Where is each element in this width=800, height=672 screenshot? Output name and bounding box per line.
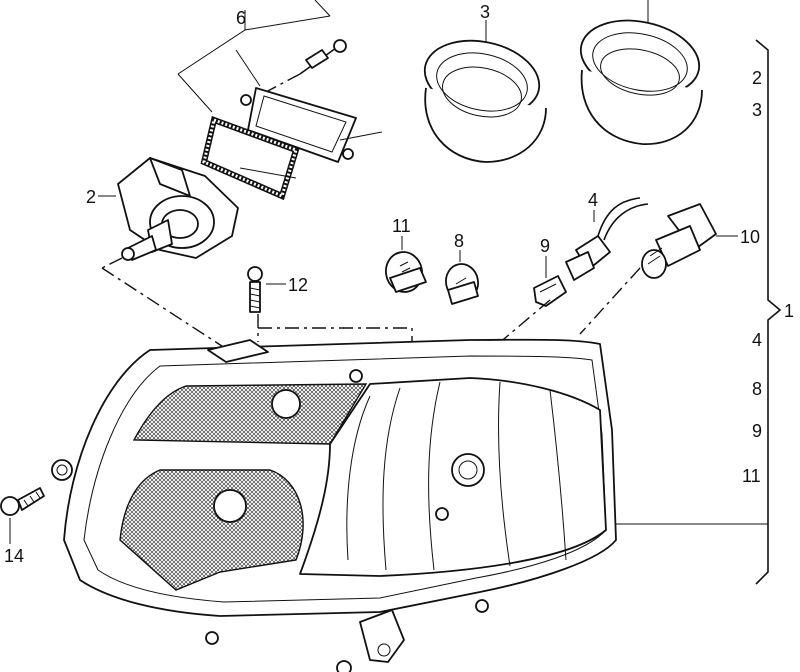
callout-labels: 6 3 2 11 8 9 4 10 12 14 1 2 3 4 8 9 11: [4, 2, 794, 566]
callout-4-holder: 4: [588, 190, 598, 210]
callout-list-9: 9: [752, 421, 762, 441]
parts-bracket: [616, 39, 782, 585]
bulb-holder-4: [565, 197, 649, 281]
cover-cap-assembly: [177, 0, 383, 201]
callout-9-bulb: 9: [540, 236, 550, 256]
callout-2-motor: 2: [86, 187, 96, 207]
callout-12-screw: 12: [288, 275, 308, 295]
bulb-10: [641, 203, 717, 279]
rubber-cap-left: [423, 20, 547, 163]
callout-8-bulb: 8: [454, 231, 464, 251]
callout-14-screw: 14: [4, 546, 24, 566]
callout-1-headlight: 1: [784, 301, 794, 321]
leveling-motor: [117, 157, 239, 261]
screw-12: [247, 266, 263, 313]
callout-list-2: 2: [752, 68, 762, 88]
callout-list-4: 4: [752, 330, 762, 350]
callout-6: 6: [236, 8, 246, 28]
bulb-9: [533, 256, 567, 307]
callout-list-8: 8: [752, 379, 762, 399]
screw-14: [0, 487, 45, 516]
bulb-8: [445, 250, 479, 305]
rubber-cap-right: [579, 0, 703, 145]
cover-plate: [240, 87, 357, 163]
callout-3-left: 3: [480, 2, 490, 22]
bulb-11: [385, 236, 427, 293]
callout-list-3: 3: [752, 100, 762, 120]
headlight-housing: [63, 338, 617, 672]
callout-10-bulb: 10: [740, 227, 760, 247]
callout-list-11: 11: [742, 466, 761, 486]
cap-screw: [299, 39, 347, 75]
callout-11-bulb: 11: [392, 216, 411, 236]
cover-gasket: [200, 116, 300, 201]
